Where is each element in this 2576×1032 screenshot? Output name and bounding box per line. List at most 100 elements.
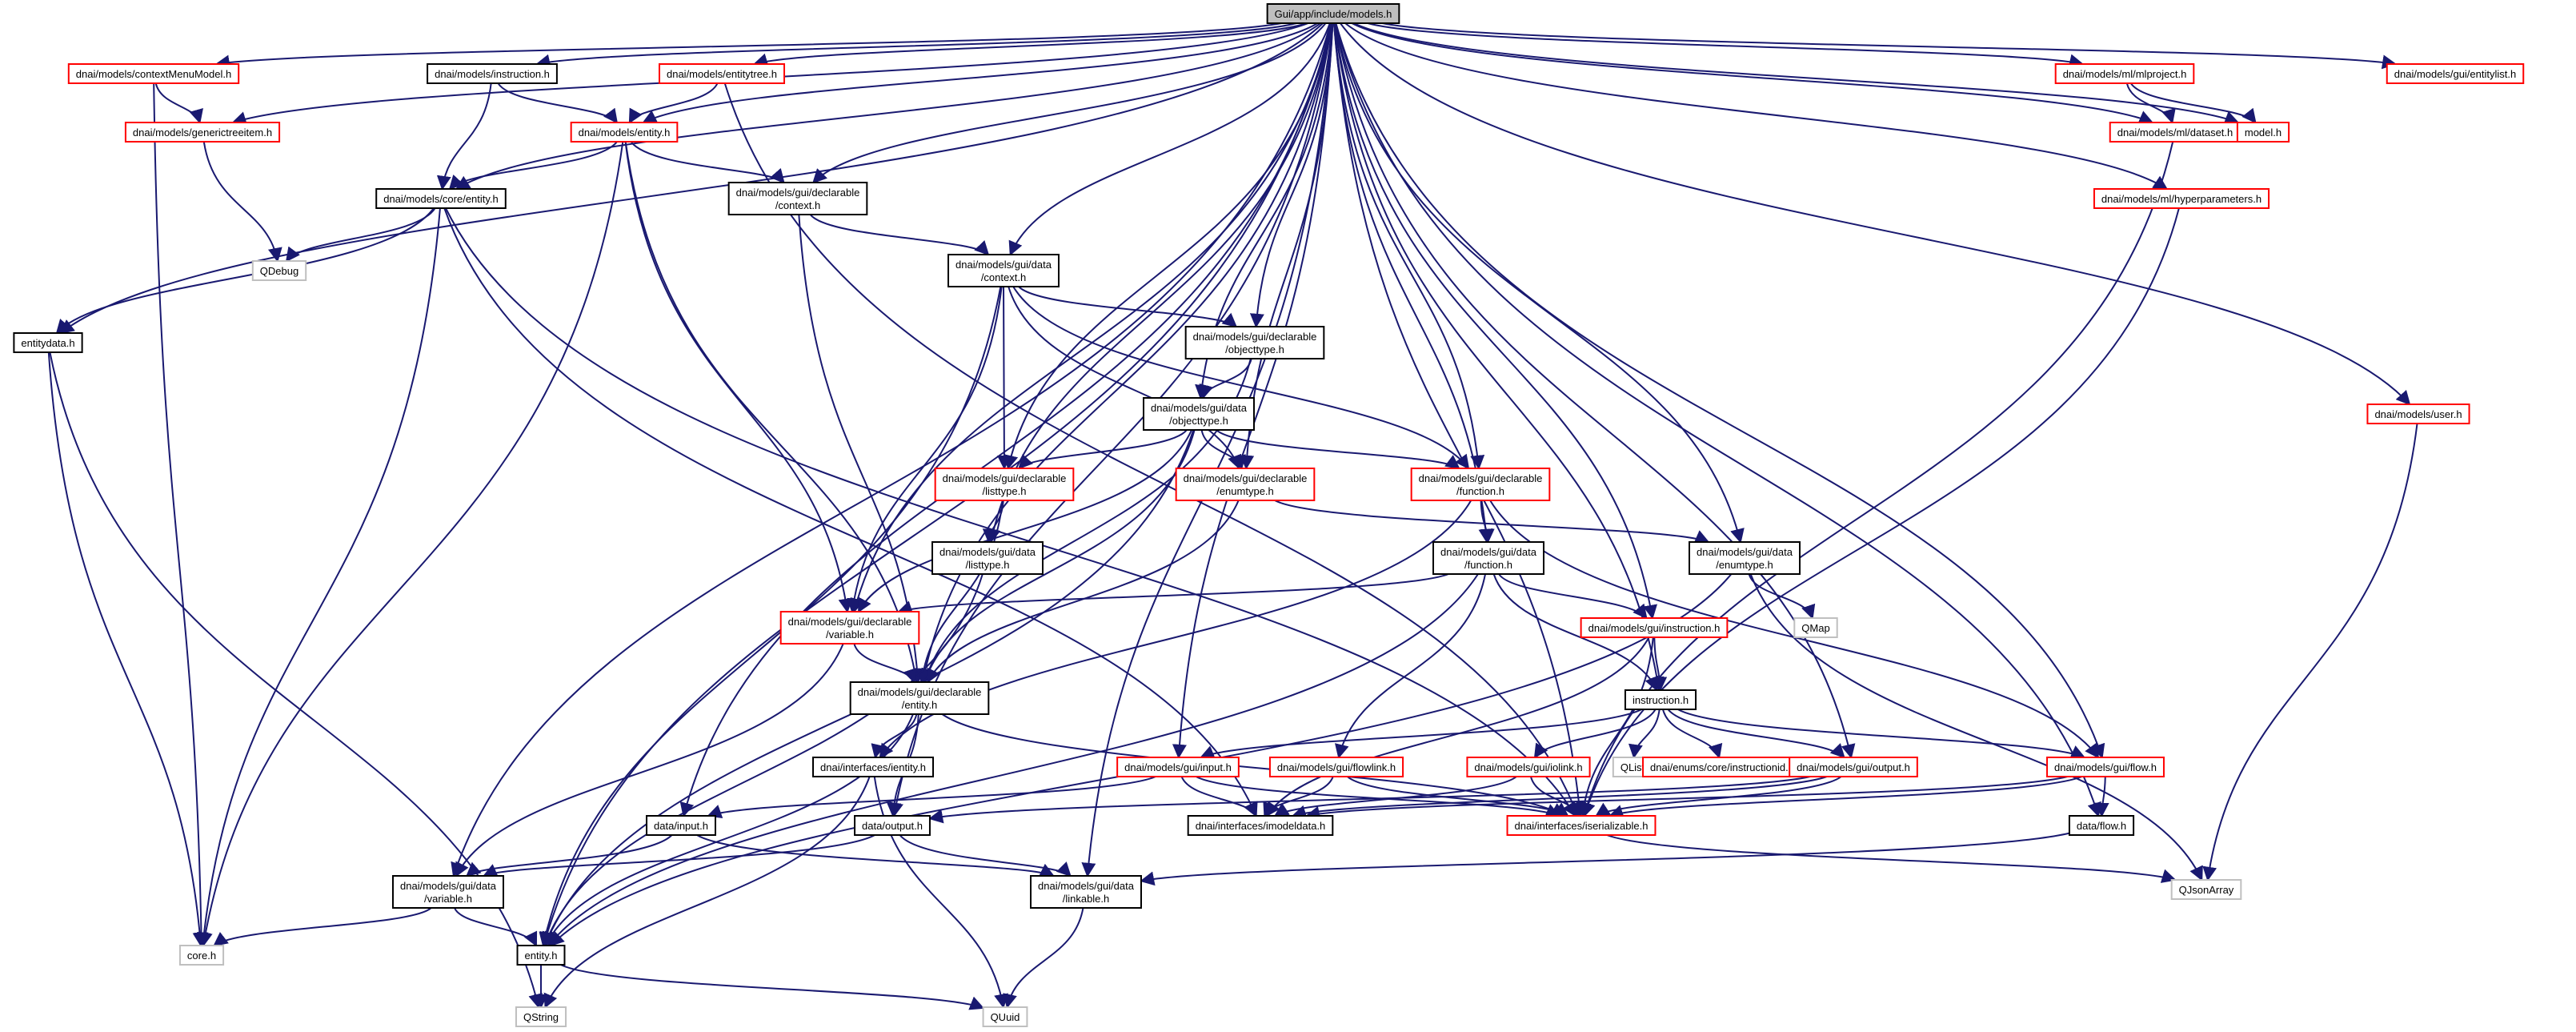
header-file-node[interactable]: dnai/models/gui/data/context.h	[947, 254, 1060, 287]
header-file-node[interactable]: dnai/models/entity.h	[570, 122, 679, 143]
header-file-node[interactable]: dnai/models/user.h	[2366, 404, 2470, 424]
header-file-node[interactable]: dnai/enums/core/instructionid.h	[1642, 757, 1802, 777]
include-edge	[1367, 22, 2085, 69]
node-label: /function.h	[1464, 559, 1512, 571]
include-edge	[1335, 22, 2105, 759]
include-edge	[1249, 22, 1334, 328]
header-file-node[interactable]: dnai/models/gui/data/listtype.h	[931, 541, 1044, 575]
header-file-node[interactable]: dnai/models/instruction.h	[427, 63, 558, 84]
header-file-node[interactable]: dnai/models/ml/hyperparameters.h	[2093, 188, 2270, 209]
node-label: /variable.h	[424, 893, 472, 905]
node-label: QUuid	[991, 1011, 1020, 1023]
node-box	[251, 260, 307, 281]
header-file-node[interactable]: dnai/models/entitytree.h	[658, 63, 786, 84]
node-label: /enumtype.h	[1716, 559, 1773, 571]
header-file-node[interactable]: dnai/models/gui/data/function.h	[1432, 541, 1544, 575]
include-edge	[679, 22, 1332, 817]
header-file-node[interactable]: dnai/models/gui/input.h	[1116, 757, 1240, 777]
header-file-node[interactable]: instruction.h	[1624, 689, 1697, 710]
include-edge	[1347, 776, 1569, 817]
header-file-node[interactable]: dnai/models/gui/declarable/function.h	[1410, 468, 1551, 501]
header-file-node[interactable]: dnai/models/gui/iolink.h	[1466, 757, 1591, 777]
include-edge	[542, 573, 984, 947]
include-edge	[1351, 22, 2154, 125]
header-file-node[interactable]: dnai/interfaces/iserializable.h	[1506, 815, 1657, 836]
header-file-node[interactable]: dnai/models/gui/flow.h	[2046, 757, 2165, 777]
header-file-node[interactable]: dnai/models/gui/declarable/objecttype.h	[1184, 326, 1325, 359]
header-file-node[interactable]: dnai/models/generictreeitem.h	[124, 122, 281, 143]
node-label: /enumtype.h	[1216, 485, 1274, 497]
node-box	[515, 1006, 567, 1027]
external-header-node: core.h	[178, 945, 225, 966]
node-label: dnai/interfaces/ientity.h	[820, 761, 926, 773]
include-edge	[213, 907, 432, 947]
header-file-node[interactable]: dnai/interfaces/ientity.h	[812, 757, 934, 777]
header-file-node[interactable]: dnai/models/gui/data/linkable.h	[1030, 875, 1142, 909]
header-file-node[interactable]: dnai/models/gui/declarable/enumtype.h	[1175, 468, 1316, 501]
include-edge	[1333, 22, 1485, 470]
include-edge	[2202, 423, 2418, 881]
node-label: QDebug	[260, 265, 298, 277]
node-label: dnai/models/gui/declarable	[1184, 472, 1308, 484]
include-edge	[1498, 573, 1648, 620]
node-box	[849, 681, 990, 715]
include-edge	[809, 214, 990, 256]
node-label: dnai/models/gui/declarable	[1419, 472, 1543, 484]
node-box	[2236, 122, 2290, 143]
include-edge	[812, 22, 1327, 184]
node-label: core.h	[187, 950, 216, 962]
include-edge	[214, 22, 1282, 70]
node-box	[427, 63, 558, 84]
include-edge	[1335, 573, 1487, 759]
header-file-node[interactable]: dnai/models/gui/declarable/variable.h	[779, 611, 920, 644]
header-file-node[interactable]: dnai/models/ml/mlproject.h	[2054, 63, 2195, 84]
include-edge	[1008, 22, 1331, 256]
node-box	[1793, 617, 1838, 638]
root-file-node: Gui/app/include/models.h	[1266, 3, 1400, 24]
include-edge	[1333, 22, 1657, 620]
include-edge	[1677, 709, 2086, 759]
include-edge	[55, 207, 435, 335]
header-file-node[interactable]: dnai/models/gui/declarable/entity.h	[849, 681, 990, 715]
header-file-node[interactable]: entity.h	[516, 945, 566, 966]
header-file-node[interactable]: data/input.h	[646, 815, 716, 836]
header-file-node[interactable]: dnai/models/gui/output.h	[1789, 757, 1918, 777]
header-file-node[interactable]: dnai/models/ml/dataset.h	[2109, 122, 2241, 143]
node-box	[2068, 815, 2135, 836]
header-file-node[interactable]: dnai/interfaces/imodeldata.h	[1187, 815, 1334, 836]
header-file-node[interactable]: entitydata.h	[13, 332, 83, 353]
header-file-node[interactable]: dnai/models/core/entity.h	[375, 188, 507, 209]
node-box	[2054, 63, 2195, 84]
header-file-node[interactable]: data/output.h	[854, 815, 931, 836]
header-file-node[interactable]: dnai/models/gui/instruction.h	[1580, 617, 1729, 638]
include-edge	[465, 834, 673, 877]
include-edge	[879, 500, 1472, 759]
node-label: entitydata.h	[21, 337, 74, 349]
node-label: dnai/models/gui/input.h	[1124, 761, 1232, 773]
include-edge	[1333, 22, 1587, 817]
header-file-node[interactable]: data/flow.h	[2068, 815, 2135, 836]
node-label: /objecttype.h	[1225, 343, 1284, 355]
header-file-node[interactable]: dnai/models/gui/entitylist.h	[2386, 63, 2525, 84]
include-edge	[198, 141, 624, 947]
node-label: dnai/models/gui/data	[1038, 880, 1135, 892]
node-label: dnai/models/gui/flowlink.h	[1277, 761, 1396, 773]
header-file-node[interactable]: dnai/models/gui/declarable/context.h	[727, 182, 868, 215]
node-label: dnai/models/gui/declarable	[943, 472, 1067, 484]
node-label: /context.h	[981, 271, 1026, 283]
header-file-node[interactable]: dnai/models/gui/declarable/listtype.h	[934, 468, 1075, 501]
header-file-node[interactable]: dnai/models/gui/data/enumtype.h	[1689, 541, 1801, 575]
header-file-node[interactable]: model.h	[2236, 122, 2290, 143]
include-edge	[560, 964, 985, 1010]
include-edge	[723, 82, 1580, 817]
header-file-node[interactable]: dnai/models/gui/data/objecttype.h	[1143, 397, 1255, 431]
include-edge	[1662, 709, 1723, 759]
include-edge	[1263, 776, 1334, 817]
header-file-node[interactable]: dnai/models/contextMenuModel.h	[67, 63, 240, 84]
external-header-node: QJsonArray	[2170, 879, 2242, 900]
header-file-node[interactable]: dnai/models/gui/flowlink.h	[1268, 757, 1404, 777]
node-box	[1432, 541, 1544, 575]
include-edge	[1353, 22, 2240, 125]
header-file-node[interactable]: dnai/models/gui/data/variable.h	[392, 875, 504, 909]
